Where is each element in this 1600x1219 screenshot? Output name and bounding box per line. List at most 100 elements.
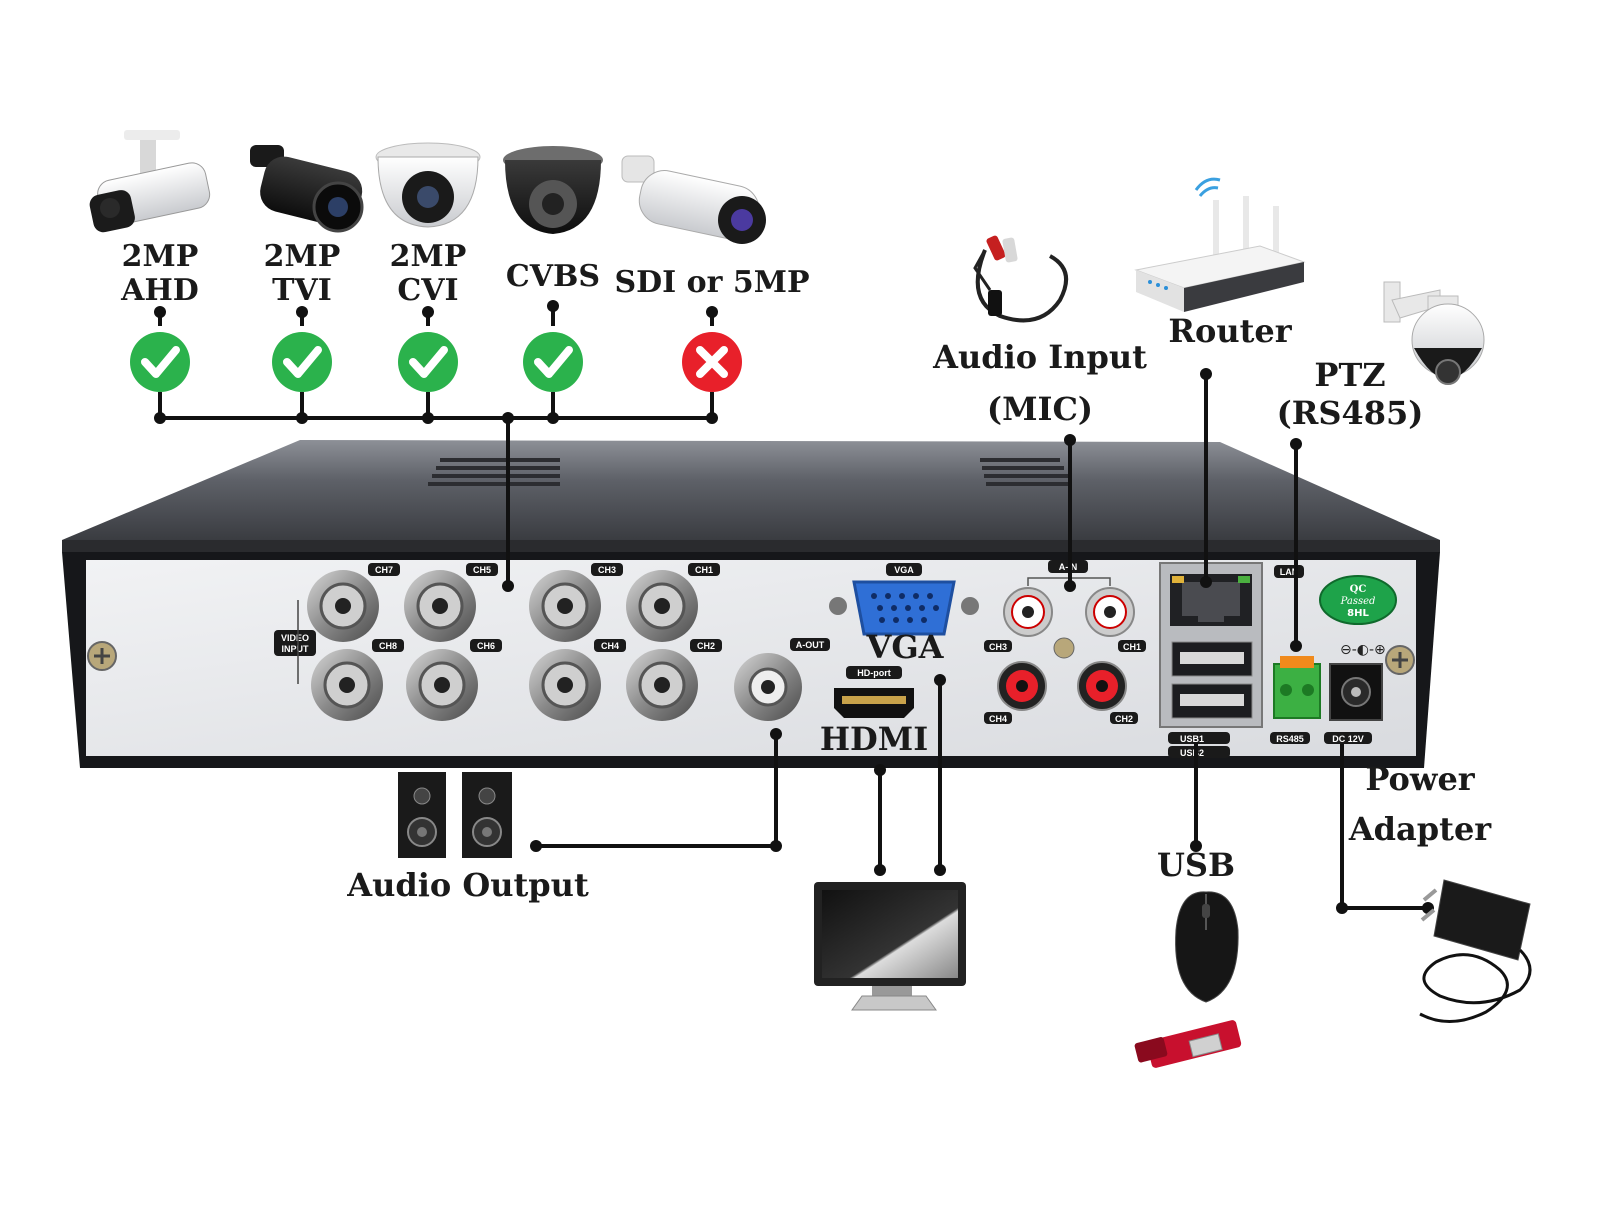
cross-icon (682, 332, 742, 392)
bnc-port (404, 570, 476, 642)
bnc-port (529, 649, 601, 721)
bnc-port (626, 649, 698, 721)
camera-tvi (250, 145, 364, 233)
camera-labels: 2MP AHD 2MP TVI 2MP CVI CVBS SDI or 5MP (120, 239, 809, 308)
usb-label: USB (1157, 846, 1235, 884)
lan-usb-block: LAN USB1 USB2 (1159, 562, 1304, 758)
ptz-wire (1290, 438, 1302, 652)
svg-text:QC: QC (1350, 584, 1367, 595)
audio-input-label-2: (MIC) (987, 390, 1093, 428)
qc-sticker: QC Passed 8HL (1319, 575, 1397, 625)
svg-text:Passed: Passed (1340, 596, 1376, 607)
hdmi-label: HDMI (820, 720, 928, 758)
camera-sdi-label: SDI or 5MP (614, 265, 809, 300)
check-icon (130, 332, 190, 392)
bnc-port (311, 649, 383, 721)
router-label: Router (1168, 312, 1292, 350)
audio-output-wire (530, 728, 782, 852)
camera-ahd (89, 130, 211, 233)
power-label-2: Adapter (1348, 810, 1492, 848)
ptz-label-1: PTZ (1314, 356, 1385, 394)
rca-port (1085, 587, 1135, 637)
camera-ahd-label-1: 2MP (122, 239, 199, 274)
bnc-port (626, 570, 698, 642)
camera-tvi-label-2: TVI (272, 273, 332, 308)
hdmi-port: HD-port (834, 666, 914, 718)
bnc-port (529, 570, 601, 642)
svg-text:⊖-◐-⊕: ⊖-◐-⊕ (1340, 642, 1386, 658)
vent-right (980, 458, 1072, 486)
camera-cvi (375, 142, 481, 228)
svg-text:CH1: CH1 (695, 565, 713, 575)
mouse-icon (1175, 891, 1239, 1003)
camera-bus-wire (154, 392, 718, 424)
svg-text:CH1: CH1 (1123, 642, 1141, 652)
check-icon (398, 332, 458, 392)
bnc-port (307, 570, 379, 642)
svg-text:8HL: 8HL (1347, 608, 1369, 619)
svg-text:CH2: CH2 (1115, 714, 1133, 724)
usb-drive-icon (1134, 1020, 1242, 1068)
svg-text:USB1: USB1 (1180, 734, 1204, 744)
channel-tags: CH7 CH5 CH3 CH1 CH8 CH6 CH4 CH2 A-OUT (368, 563, 830, 652)
svg-text:USB2: USB2 (1180, 748, 1204, 758)
camera-tvi-label-1: 2MP (264, 239, 341, 274)
rs485-terminal: RS485 (1270, 656, 1321, 744)
camera-cvi-label-2: CVI (397, 273, 458, 308)
vga-wire (934, 674, 946, 876)
camera-cvbs-label: CVBS (506, 259, 600, 294)
svg-text:LAN: LAN (1280, 567, 1299, 577)
audio-input-wire (1064, 434, 1076, 592)
screw-icon (87, 641, 117, 671)
ptz-label-2: (RS485) (1277, 394, 1424, 432)
microphone-icon (973, 235, 1069, 323)
svg-text:CH4: CH4 (601, 641, 619, 651)
router-icon (1134, 177, 1306, 312)
svg-text:RS485: RS485 (1276, 734, 1304, 744)
usb-wire (1190, 742, 1202, 852)
camera-cvi-label-1: 2MP (390, 239, 467, 274)
svg-text:CH8: CH8 (379, 641, 397, 651)
vent-left (428, 458, 560, 486)
camera-ahd-label-2: AHD (120, 273, 199, 308)
check-icon (272, 332, 332, 392)
screw-icon (1385, 645, 1415, 675)
camera-cvbs (503, 146, 603, 234)
svg-text:DC 12V: DC 12V (1332, 734, 1364, 744)
vga-label: VGA (866, 628, 945, 666)
monitor-icon (814, 882, 966, 1011)
audio-input-label-1: Audio Input (932, 338, 1147, 376)
status-badges (130, 300, 742, 392)
check-icon (523, 332, 583, 392)
power-label-1: Power (1365, 760, 1475, 798)
svg-text:CH7: CH7 (375, 565, 393, 575)
bnc-port (406, 649, 478, 721)
svg-text:CH6: CH6 (477, 641, 495, 651)
svg-text:CH3: CH3 (989, 642, 1007, 652)
speaker-icon (398, 772, 446, 858)
dc-jack: ⊖-◐-⊕ DC 12V (1324, 642, 1386, 744)
audio-output-label: Audio Output (346, 866, 589, 904)
svg-text:CH3: CH3 (598, 565, 616, 575)
svg-text:HD-port: HD-port (857, 668, 891, 678)
hdmi-wire (874, 764, 886, 876)
vga-port: VGA (829, 563, 979, 636)
router-wire (1200, 368, 1212, 588)
bnc-ports (307, 570, 802, 721)
ptz-camera-icon (1383, 281, 1485, 385)
svg-text:CH4: CH4 (989, 714, 1007, 724)
video-input-tag: VIDEO INPUT (274, 600, 316, 684)
svg-text:VIDEO: VIDEO (281, 633, 309, 643)
svg-text:CH5: CH5 (473, 565, 491, 575)
svg-text:VGA: VGA (894, 565, 914, 575)
svg-text:CH2: CH2 (697, 641, 715, 651)
power-adapter-icon (1419, 879, 1532, 1024)
camera-sdi (621, 155, 766, 244)
svg-text:INPUT: INPUT (282, 644, 310, 654)
rca-port (1003, 587, 1053, 637)
rca-port (1077, 661, 1127, 711)
rca-port (997, 661, 1047, 711)
audio-out-port (734, 653, 802, 721)
svg-text:A-OUT: A-OUT (796, 640, 825, 650)
